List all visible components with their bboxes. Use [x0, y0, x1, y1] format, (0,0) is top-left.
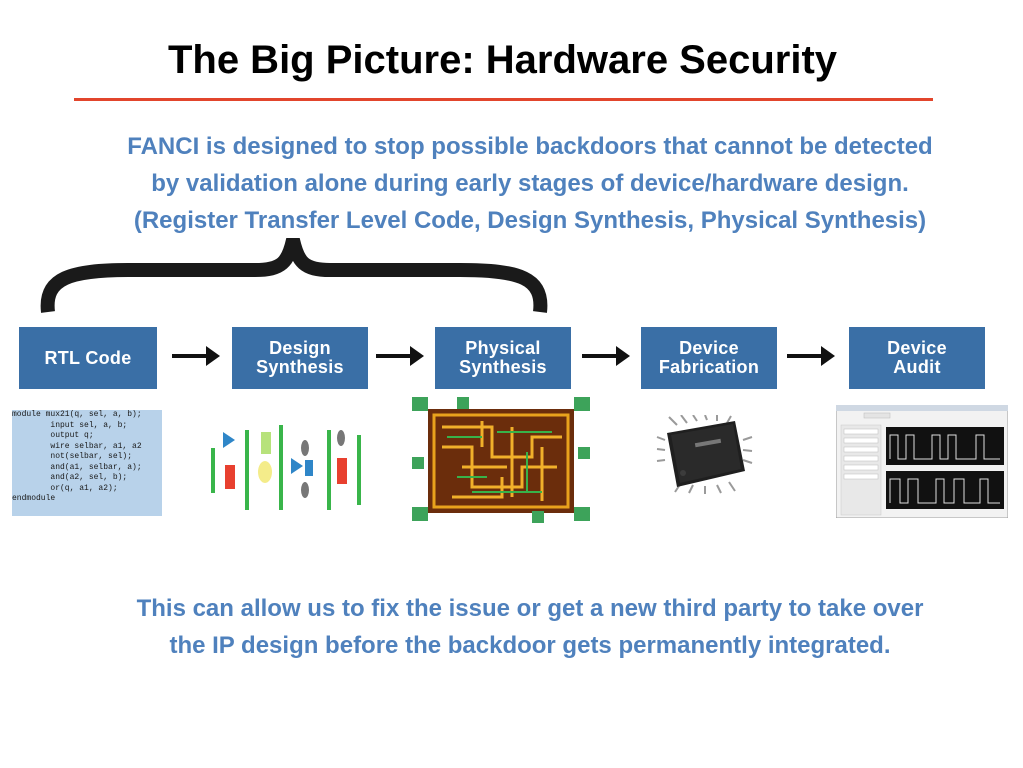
step-label: Device — [887, 338, 947, 358]
slide-title: The Big Picture: Hardware Security — [167, 38, 838, 82]
step-device-fabrication: Device Fabrication — [641, 327, 777, 389]
process-flow: RTL Code Design Synthesis Physical Synth… — [0, 315, 1023, 535]
intro-line: by validation alone during early stages … — [151, 170, 909, 197]
code-line: endmodule — [12, 494, 56, 503]
step-label: Fabrication — [658, 357, 760, 377]
outro-line: This can allow us to fix the issue or ge… — [136, 595, 924, 622]
code-line: and(a1, selbar, a); — [12, 462, 142, 472]
title-underline — [74, 98, 933, 101]
step-rtl-code: RTL Code — [19, 327, 157, 389]
step-label: Synthesis — [256, 357, 344, 377]
code-line: not(selbar, sel); — [12, 452, 133, 461]
rtl-code-image: module mux21(q, sel, a, b); input sel, a… — [12, 410, 162, 516]
audit-software-image — [836, 405, 1008, 518]
arrow-right-icon — [172, 346, 220, 366]
physical-layout-image — [412, 397, 590, 523]
step-label: Design — [269, 338, 331, 358]
step-label: Device — [679, 338, 739, 358]
code-line: or(q, a1, a2); — [12, 483, 118, 493]
code-line: input sel, a, b; — [12, 420, 128, 430]
code-line: and(a2, sel, b); — [12, 473, 128, 482]
intro-line: (Register Transfer Level Code, Design Sy… — [133, 207, 927, 234]
step-device-audit: Device Audit — [849, 327, 985, 389]
arrow-right-icon — [582, 346, 630, 366]
curly-brace — [40, 238, 548, 313]
outro-line: the IP design before the backdoor gets p… — [169, 632, 891, 659]
outro-text: This can allow us to fix the issue or ge… — [60, 590, 1000, 664]
synthesis-schematic-image — [211, 425, 361, 510]
step-physical-synthesis: Physical Synthesis — [435, 327, 571, 389]
intro-line: FANCI is designed to stop possible backd… — [127, 133, 933, 160]
intro-text: FANCI is designed to stop possible backd… — [60, 128, 1000, 239]
step-label: Audit — [893, 357, 941, 377]
step-label: Synthesis — [459, 357, 547, 377]
code-line: module mux21(q, sel, a, b); — [12, 410, 142, 419]
code-line: wire selbar, a1, a2 — [12, 441, 142, 451]
arrow-right-icon — [376, 346, 424, 366]
chip-image — [656, 415, 753, 494]
step-label: RTL Code — [44, 347, 132, 368]
code-line: output q; — [12, 431, 94, 440]
arrow-right-icon — [787, 346, 835, 366]
step-label: Physical — [465, 338, 541, 358]
step-design-synthesis: Design Synthesis — [232, 327, 368, 389]
